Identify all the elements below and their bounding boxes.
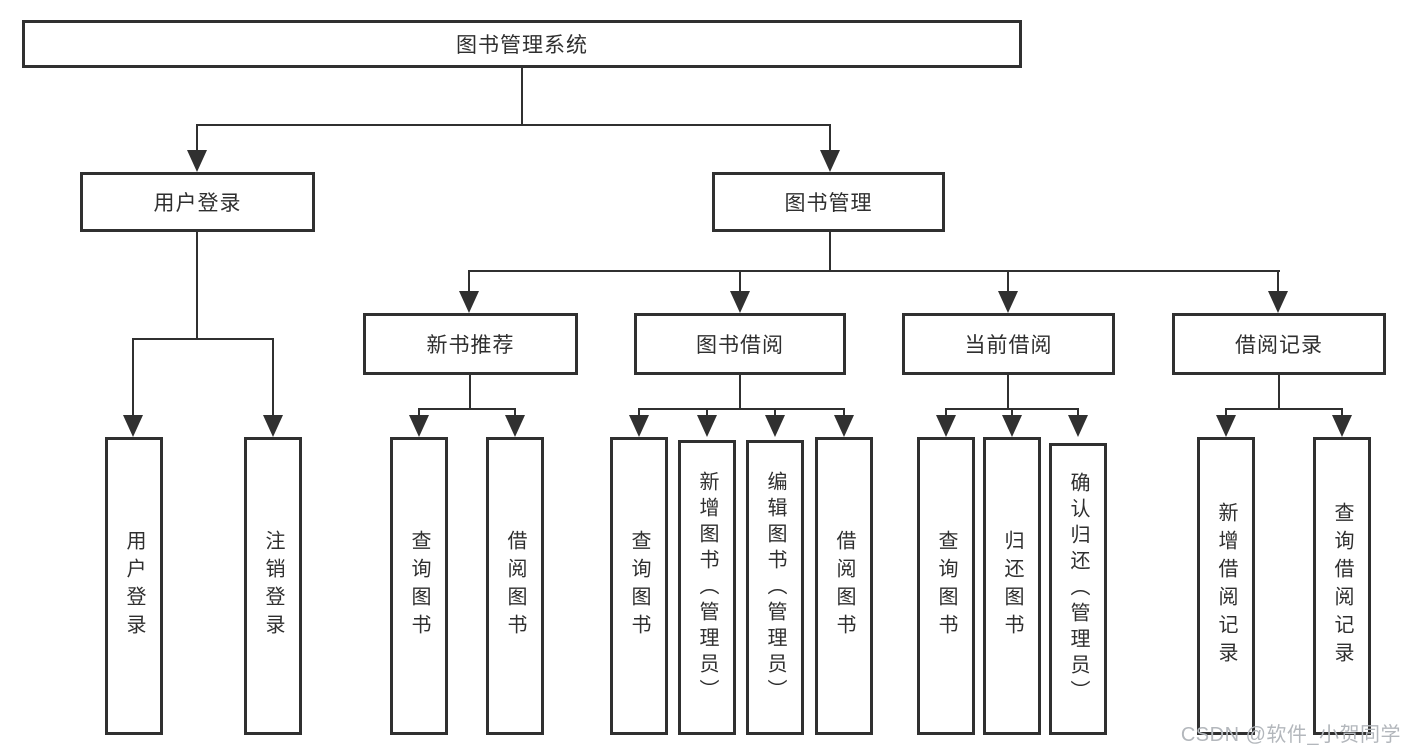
leaf-logout-label: 注销登录 bbox=[262, 530, 284, 642]
connector-stub bbox=[945, 408, 947, 417]
arrow-down-icon bbox=[505, 415, 525, 437]
arrow-down-icon bbox=[1268, 291, 1288, 313]
leaf-bb-edit-book-label: 编辑图书（管理员） bbox=[764, 470, 786, 705]
connector-new-book-split bbox=[418, 408, 516, 410]
connector-book-management-trunk bbox=[829, 232, 831, 272]
node-root: 图书管理系统 bbox=[22, 20, 1022, 68]
node-current-borrow-label: 当前借阅 bbox=[964, 334, 1053, 357]
connector-level2-split bbox=[468, 270, 1280, 272]
node-user-login: 用户登录 bbox=[80, 172, 315, 232]
leaf-br-add-record-label: 新增借阅记录 bbox=[1215, 502, 1237, 670]
node-user-login-label: 用户登录 bbox=[153, 192, 242, 215]
connector-stub-leaf-logout bbox=[272, 338, 274, 417]
arrow-down-icon bbox=[936, 415, 956, 437]
connector-root-trunk bbox=[521, 68, 523, 126]
leaf-bb-edit-book: 编辑图书（管理员） bbox=[746, 440, 804, 735]
connector-stub-book-management bbox=[829, 124, 831, 152]
connector-book-borrow-split bbox=[638, 408, 845, 410]
leaf-user-login-label: 用户登录 bbox=[123, 530, 145, 642]
leaf-nb-borrow-book: 借阅图书 bbox=[486, 437, 544, 735]
leaf-cb-confirm-return-label: 确认归还（管理员） bbox=[1067, 472, 1089, 706]
connector-stub bbox=[418, 408, 420, 417]
connector-stub bbox=[1011, 408, 1013, 417]
leaf-bb-borrow-book: 借阅图书 bbox=[815, 437, 873, 735]
connector-level1-split bbox=[196, 124, 831, 126]
connector-user-login-trunk bbox=[196, 232, 198, 340]
arrow-down-icon bbox=[263, 415, 283, 437]
connector-stub-new-book bbox=[468, 270, 470, 293]
node-new-book-recommend: 新书推荐 bbox=[363, 313, 578, 375]
csdn-watermark: CSDN @软件_小贺同学 bbox=[1180, 724, 1401, 746]
leaf-cb-return-book: 归还图书 bbox=[983, 437, 1041, 735]
leaf-nb-borrow-book-label: 借阅图书 bbox=[504, 530, 526, 642]
connector-stub bbox=[1225, 408, 1227, 417]
connector-stub-current-borrow bbox=[1007, 270, 1009, 293]
connector-new-book-trunk bbox=[469, 375, 471, 410]
arrow-down-icon bbox=[820, 150, 840, 172]
node-root-label: 图书管理系统 bbox=[456, 34, 588, 57]
leaf-logout: 注销登录 bbox=[244, 437, 302, 735]
leaf-cb-return-book-label: 归还图书 bbox=[1001, 530, 1023, 642]
leaf-bb-query-book: 查询图书 bbox=[610, 437, 668, 735]
leaf-cb-confirm-return: 确认归还（管理员） bbox=[1049, 443, 1107, 735]
arrow-down-icon bbox=[998, 291, 1018, 313]
leaf-cb-query-book: 查询图书 bbox=[917, 437, 975, 735]
leaf-nb-query-book-label: 查询图书 bbox=[408, 530, 430, 642]
connector-stub-user-login bbox=[196, 124, 198, 152]
connector-stub bbox=[706, 408, 708, 417]
leaf-br-query-record: 查询借阅记录 bbox=[1313, 437, 1371, 735]
connector-borrow-record-split bbox=[1225, 408, 1343, 410]
node-new-book-recommend-label: 新书推荐 bbox=[426, 334, 515, 357]
node-current-borrow: 当前借阅 bbox=[902, 313, 1115, 375]
arrow-down-icon bbox=[1002, 415, 1022, 437]
node-book-management-label: 图书管理 bbox=[784, 192, 873, 215]
leaf-br-add-record: 新增借阅记录 bbox=[1197, 437, 1255, 735]
leaf-cb-query-book-label: 查询图书 bbox=[935, 530, 957, 642]
node-book-borrow-label: 图书借阅 bbox=[696, 334, 784, 357]
connector-stub-borrow-record bbox=[1277, 270, 1279, 293]
leaf-nb-query-book: 查询图书 bbox=[390, 437, 448, 735]
connector-stub-book-borrow bbox=[739, 270, 741, 293]
leaf-br-query-record-label: 查询借阅记录 bbox=[1331, 502, 1353, 670]
node-book-borrow: 图书借阅 bbox=[634, 313, 846, 375]
connector-stub bbox=[774, 408, 776, 417]
connector-stub bbox=[1077, 408, 1079, 417]
arrow-down-icon bbox=[1332, 415, 1352, 437]
arrow-down-icon bbox=[459, 291, 479, 313]
connector-book-borrow-trunk bbox=[739, 375, 741, 410]
connector-stub-leaf-user-login bbox=[132, 338, 134, 417]
leaf-bb-borrow-book-label: 借阅图书 bbox=[833, 530, 855, 642]
arrow-down-icon bbox=[187, 150, 207, 172]
arrow-down-icon bbox=[730, 291, 750, 313]
arrow-down-icon bbox=[629, 415, 649, 437]
connector-borrow-record-trunk bbox=[1278, 375, 1280, 410]
leaf-bb-add-book-label: 新增图书（管理员） bbox=[696, 470, 718, 705]
node-book-management: 图书管理 bbox=[712, 172, 945, 232]
leaf-user-login: 用户登录 bbox=[105, 437, 163, 735]
connector-stub bbox=[843, 408, 845, 417]
connector-stub bbox=[1341, 408, 1343, 417]
connector-stub bbox=[514, 408, 516, 417]
arrow-down-icon bbox=[697, 415, 717, 437]
arrow-down-icon bbox=[1068, 415, 1088, 437]
leaf-bb-query-book-label: 查询图书 bbox=[628, 530, 650, 642]
arrow-down-icon bbox=[1216, 415, 1236, 437]
node-borrow-record-label: 借阅记录 bbox=[1235, 334, 1323, 357]
connector-stub bbox=[638, 408, 640, 417]
arrow-down-icon bbox=[765, 415, 785, 437]
arrow-down-icon bbox=[123, 415, 143, 437]
connector-user-login-split bbox=[132, 338, 274, 340]
leaf-bb-add-book: 新增图书（管理员） bbox=[678, 440, 736, 735]
connector-current-borrow-trunk bbox=[1007, 375, 1009, 410]
arrow-down-icon bbox=[834, 415, 854, 437]
node-borrow-record: 借阅记录 bbox=[1172, 313, 1386, 375]
arrow-down-icon bbox=[409, 415, 429, 437]
